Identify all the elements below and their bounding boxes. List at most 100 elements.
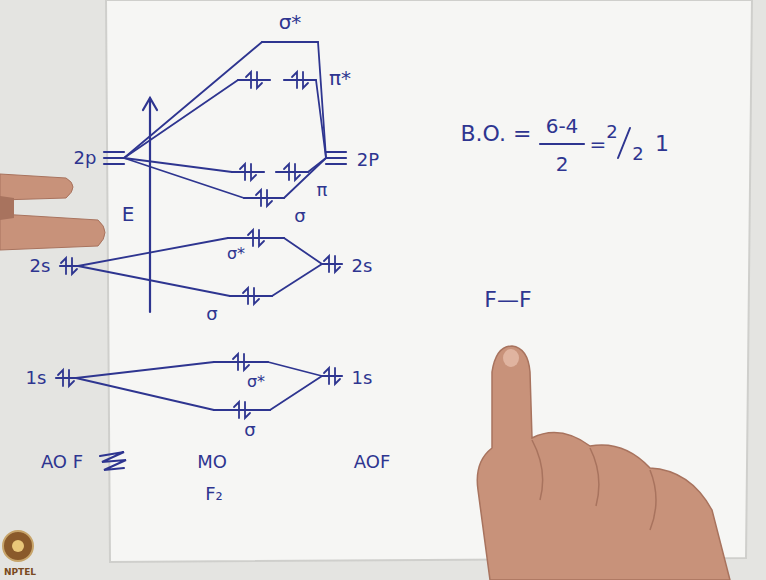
orbital-label: π* bbox=[329, 68, 351, 88]
electron-down bbox=[251, 164, 256, 180]
fraction-numerator: 2 bbox=[606, 123, 617, 141]
logo-text: NPTEL bbox=[4, 568, 36, 577]
orbital-label: σ* bbox=[279, 12, 302, 32]
correlation-line bbox=[268, 362, 322, 376]
correlation-line bbox=[270, 376, 322, 410]
electron-up bbox=[58, 370, 63, 386]
orbital-label: σ bbox=[206, 305, 217, 323]
energy-level bbox=[262, 41, 318, 43]
energy-level bbox=[104, 151, 124, 153]
electron-up bbox=[248, 230, 253, 246]
orbital-label: σ* bbox=[227, 246, 245, 262]
knuckle-lines bbox=[532, 440, 656, 530]
electron-up bbox=[324, 256, 329, 272]
fraction-denominator: 2 bbox=[556, 154, 569, 174]
arrow-head bbox=[143, 98, 157, 110]
energy-level bbox=[56, 377, 76, 379]
right-hand bbox=[477, 346, 730, 580]
orbital-label: σ bbox=[294, 207, 305, 225]
logo bbox=[12, 540, 24, 552]
electron-down bbox=[72, 258, 77, 274]
electron-up bbox=[292, 72, 297, 88]
correlation-line bbox=[272, 264, 322, 296]
orbital-label: π bbox=[317, 181, 328, 199]
axis-label: E bbox=[122, 204, 135, 224]
electron-down bbox=[335, 256, 340, 272]
column-label: AO F bbox=[41, 453, 83, 471]
energy-level bbox=[244, 197, 284, 199]
correlation-line bbox=[78, 266, 230, 296]
electron-up bbox=[246, 72, 251, 88]
energy-level bbox=[326, 163, 346, 165]
energy-level bbox=[230, 295, 272, 297]
electron-up bbox=[243, 288, 248, 304]
orbital-label: 1s bbox=[26, 369, 47, 387]
energy-level bbox=[104, 163, 124, 165]
correlation-line bbox=[76, 378, 214, 410]
energy-level bbox=[238, 79, 270, 81]
correlation-line bbox=[124, 80, 238, 158]
equation-text: B.O. = bbox=[461, 123, 532, 145]
energy-level bbox=[214, 361, 268, 363]
electron-down bbox=[267, 190, 272, 206]
electron-up bbox=[256, 190, 261, 206]
energy-level bbox=[326, 157, 346, 159]
fraction-bar bbox=[540, 143, 584, 145]
energy-level bbox=[284, 79, 316, 81]
electron-down bbox=[257, 72, 262, 88]
scribble bbox=[100, 452, 126, 470]
correlation-line bbox=[78, 238, 228, 266]
orbital-label: 2P bbox=[357, 151, 379, 169]
energy-level bbox=[232, 171, 264, 173]
fraction-slash bbox=[618, 128, 630, 158]
fraction-numerator: 6-4 bbox=[546, 116, 579, 136]
electron-down bbox=[335, 368, 340, 384]
energy-level bbox=[326, 151, 346, 153]
electron-up bbox=[233, 354, 238, 370]
orbital-label: σ* bbox=[247, 374, 265, 390]
orbital-label: 2s bbox=[30, 257, 51, 275]
equation-text: = bbox=[590, 134, 607, 154]
electron-up bbox=[284, 164, 289, 180]
electron-down bbox=[295, 164, 300, 180]
correlation-line bbox=[124, 158, 244, 198]
column-label: MO bbox=[197, 453, 227, 471]
energy-level bbox=[276, 171, 308, 173]
energy-level bbox=[214, 409, 270, 411]
electron-down bbox=[303, 72, 308, 88]
electron-down bbox=[245, 402, 250, 418]
orbital-label: 1s bbox=[352, 369, 373, 387]
correlation-line bbox=[316, 80, 326, 158]
electron-down bbox=[244, 354, 249, 370]
electron-up bbox=[234, 402, 239, 418]
fraction-denominator: 2 bbox=[632, 145, 643, 163]
left-hand bbox=[0, 196, 14, 220]
correlation-line bbox=[284, 238, 322, 264]
electron-up bbox=[240, 164, 245, 180]
left-finger bbox=[0, 214, 105, 250]
logo bbox=[3, 531, 33, 561]
fingernail bbox=[503, 349, 519, 367]
energy-level bbox=[322, 375, 342, 377]
equation-text: 1 bbox=[655, 133, 669, 155]
electron-down bbox=[254, 288, 259, 304]
correlation-line bbox=[124, 158, 232, 172]
molecule-label: F₂ bbox=[205, 485, 223, 503]
electron-up bbox=[61, 258, 66, 274]
correlation-line bbox=[124, 42, 262, 158]
electron-up bbox=[324, 368, 329, 384]
bond-formula: F—F bbox=[484, 289, 531, 311]
orbital-label: 2s bbox=[352, 257, 373, 275]
orbital-label: 2p bbox=[74, 149, 97, 167]
energy-level bbox=[60, 265, 78, 267]
energy-level bbox=[104, 157, 124, 159]
correlation-line bbox=[76, 362, 214, 378]
electron-down bbox=[69, 370, 74, 386]
energy-level bbox=[322, 263, 342, 265]
column-label: AOF bbox=[354, 453, 391, 471]
energy-arrow bbox=[149, 98, 151, 312]
electron-down bbox=[259, 230, 264, 246]
